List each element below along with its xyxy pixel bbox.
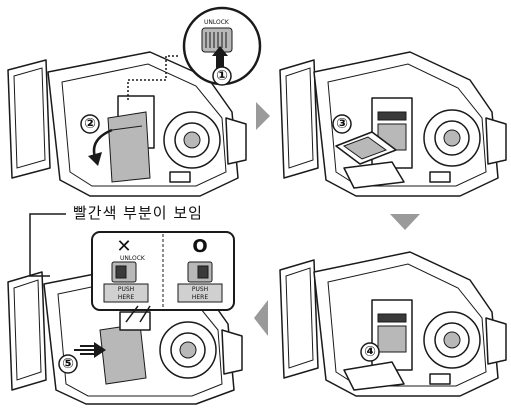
unlock-label: UNLOCK xyxy=(204,19,230,26)
push-label-right-1: PUSH xyxy=(192,286,208,293)
panel-3-card-inserted xyxy=(280,252,506,396)
wrong-mark: ✕ xyxy=(116,236,131,257)
step-3-number: ③ xyxy=(336,116,348,132)
push-label-right-2: HERE xyxy=(192,294,208,301)
right-mark: O xyxy=(192,236,207,257)
visible-red-part-caption: 빨간색 부분이 보임 xyxy=(70,202,206,223)
step-3-badge: ③ xyxy=(333,115,351,133)
step-4-number: ④ xyxy=(364,344,376,360)
caption-bracket xyxy=(30,214,66,244)
step-1-number: ① xyxy=(216,68,228,84)
push-label-wrong-2: HERE xyxy=(118,294,134,301)
arrow-down xyxy=(390,214,420,230)
push-label-wrong-1: PUSH xyxy=(118,286,134,293)
step-2-number: ② xyxy=(84,116,96,132)
panel-2-insert-card xyxy=(280,52,506,196)
step-5-number: ⑤ xyxy=(62,356,74,372)
unlock-label-wrong: UNLOCK xyxy=(120,255,146,262)
unlock-zoom-callout: UNLOCK ① xyxy=(184,8,260,85)
arrow-left xyxy=(254,300,268,336)
arrow-right xyxy=(256,102,270,130)
step-4-badge: ④ xyxy=(361,343,379,361)
